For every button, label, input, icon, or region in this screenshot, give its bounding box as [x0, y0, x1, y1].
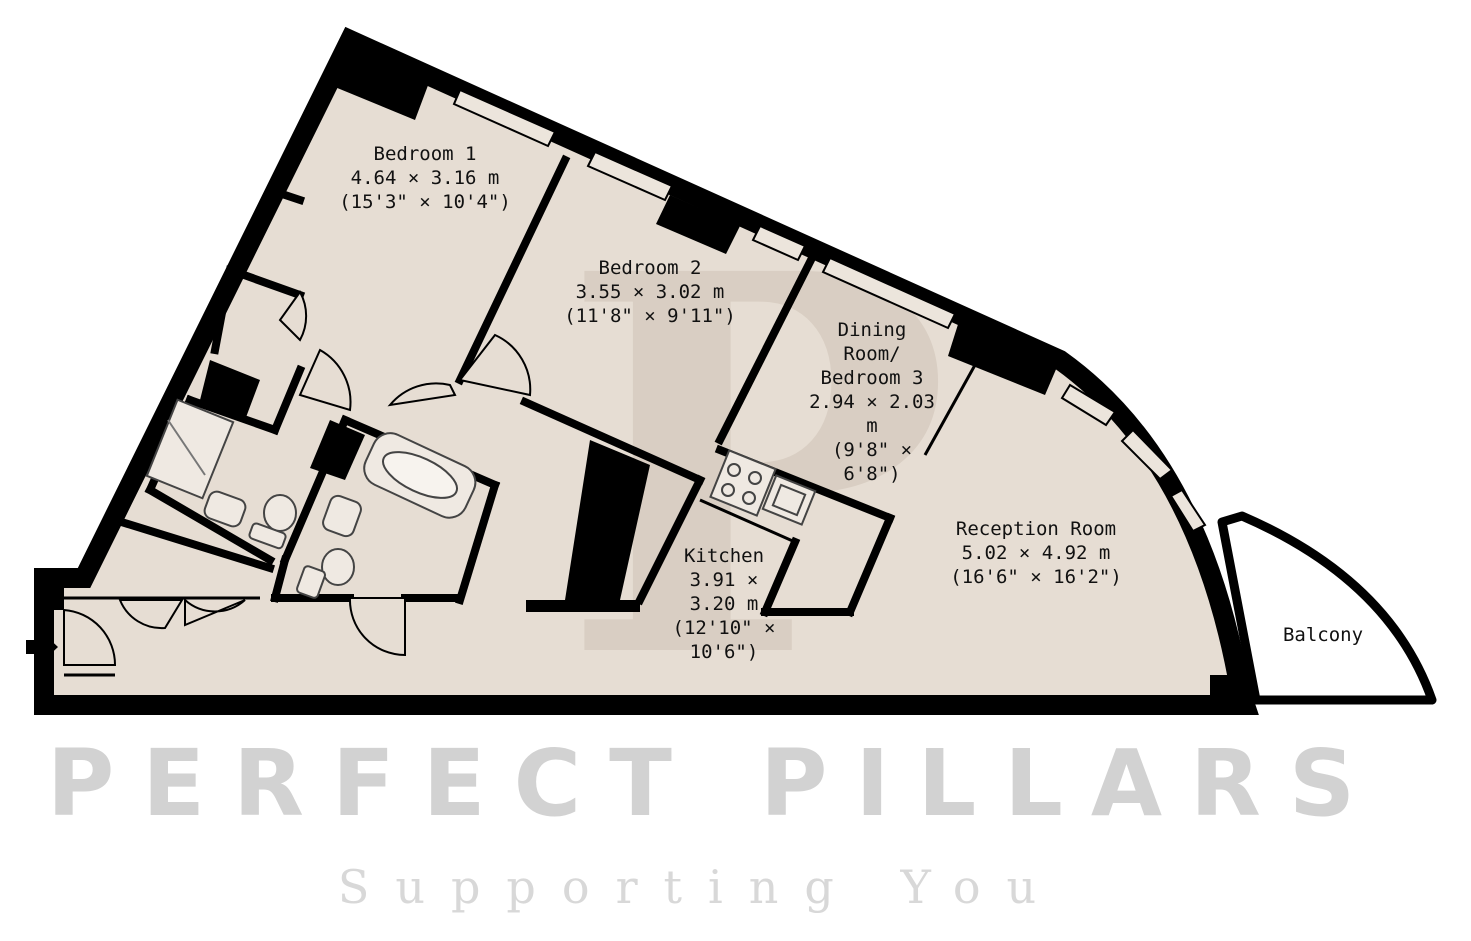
toilet-icon	[263, 494, 297, 532]
svg-text:3.91 ×: 3.91 ×	[690, 569, 759, 591]
wall-blocks	[44, 42, 1250, 705]
brand-watermark-title: PERFECT PILLARS	[47, 730, 1383, 837]
door-swings	[63, 290, 532, 666]
room-label-bedroom2: Bedroom 2 3.55 × 3.02 m (11'8" × 9'11")	[564, 257, 736, 327]
door-swing-icon	[298, 348, 352, 412]
svg-text:Kitchen: Kitchen	[684, 545, 764, 567]
svg-text:3.55 × 3.02 m: 3.55 × 3.02 m	[576, 281, 725, 303]
svg-text:Room/: Room/	[843, 343, 900, 365]
svg-text:4.64 × 3.16 m: 4.64 × 3.16 m	[351, 167, 500, 189]
room-label-kitchen: Kitchen 3.91 × 3.20 m (12'10" × 10'6")	[673, 545, 776, 663]
room-label-dining: Dining Room/ Bedroom 3 2.94 × 2.03 m (9'…	[809, 319, 935, 485]
svg-text:(15'3" × 10'4"): (15'3" × 10'4")	[339, 191, 511, 213]
thin-walls	[64, 364, 977, 677]
svg-text:Balcony: Balcony	[1283, 624, 1363, 646]
svg-text:2.94 × 2.03: 2.94 × 2.03	[809, 391, 935, 413]
room-label-bedroom1: Bedroom 1 4.64 × 3.16 m (15'3" × 10'4")	[339, 143, 511, 213]
svg-text:Dining: Dining	[838, 319, 907, 341]
svg-text:Bedroom 1: Bedroom 1	[374, 143, 477, 165]
windows	[452, 88, 1207, 533]
door-swing-icon	[118, 599, 184, 630]
svg-text:m: m	[866, 415, 877, 437]
svg-text:3.20 m: 3.20 m	[690, 593, 759, 615]
brand-watermark-subtitle: Supporting You	[338, 860, 1062, 914]
door-swing-icon	[278, 290, 308, 342]
toilet-icon	[321, 548, 355, 586]
svg-text:10'6"): 10'6")	[690, 641, 759, 663]
svg-text:6'8"): 6'8")	[843, 463, 900, 485]
door-swing-icon	[63, 608, 117, 666]
svg-text:Reception Room: Reception Room	[956, 518, 1116, 540]
svg-text:Bedroom 3: Bedroom 3	[821, 367, 924, 389]
room-label-reception: Reception Room 5.02 × 4.92 m (16'6" × 16…	[950, 518, 1122, 588]
basin-icon	[203, 490, 247, 528]
svg-text:(16'6" × 16'2"): (16'6" × 16'2")	[950, 566, 1122, 588]
shower-icon	[145, 398, 235, 500]
svg-text:Bedroom 2: Bedroom 2	[599, 257, 702, 279]
door-swing-icon	[184, 597, 246, 627]
entrance-arrow-icon	[26, 632, 58, 662]
balcony-area	[1217, 511, 1437, 705]
svg-text:5.02 × 4.92 m: 5.02 × 4.92 m	[962, 542, 1111, 564]
fixtures	[145, 398, 817, 599]
room-label-balcony: Balcony	[1283, 624, 1363, 646]
basin-icon	[322, 494, 362, 538]
door-swing-icon	[387, 382, 457, 407]
door-swing-icon	[348, 597, 406, 657]
svg-text:(12'10" ×: (12'10" ×	[673, 617, 776, 639]
door-swing-icon	[458, 333, 532, 397]
svg-text:(9'8" ×: (9'8" ×	[832, 439, 912, 461]
svg-text:(11'8" × 9'11"): (11'8" × 9'11")	[564, 305, 736, 327]
hob-icon	[709, 449, 777, 517]
